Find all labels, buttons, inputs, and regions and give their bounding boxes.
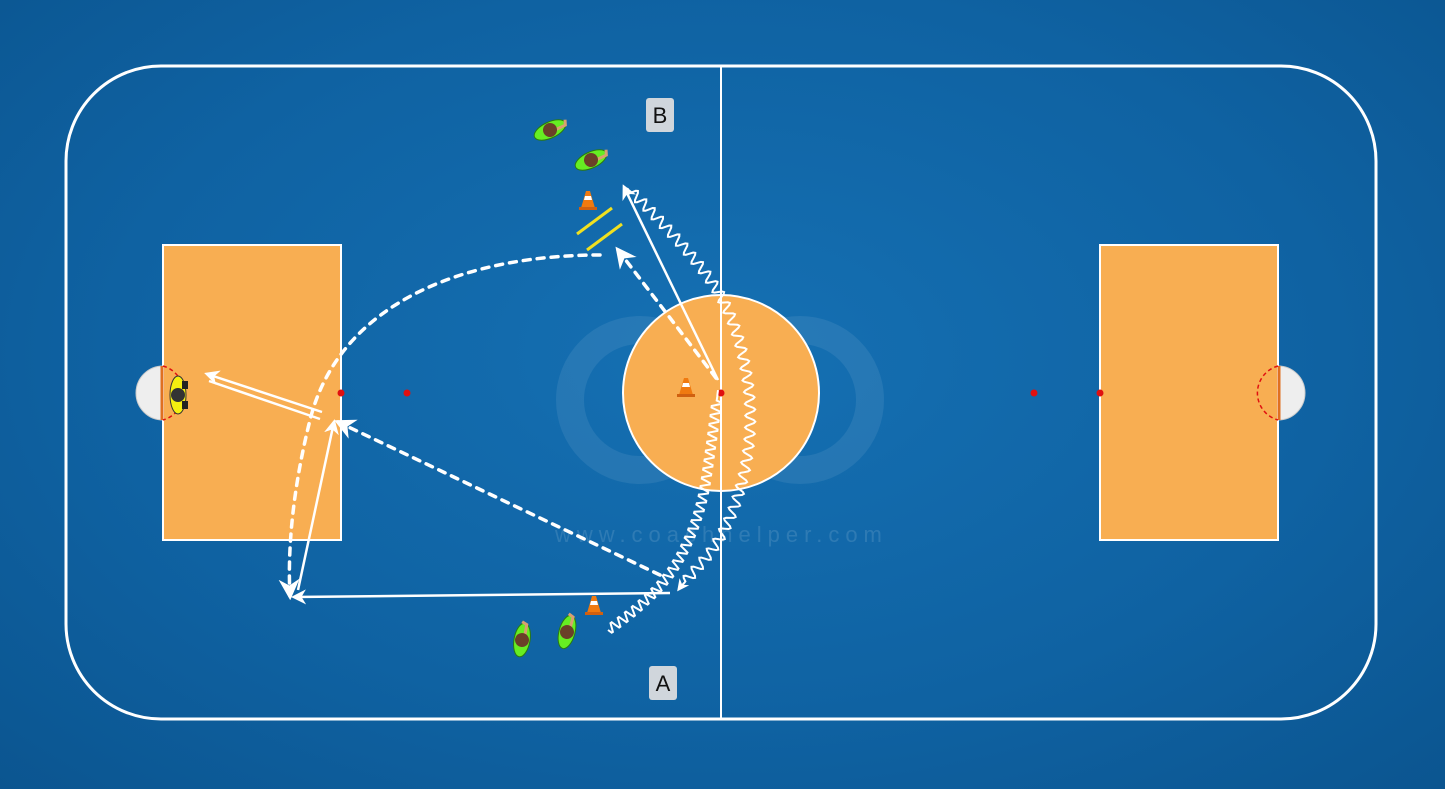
pass-across bbox=[291, 589, 671, 605]
label-b: B bbox=[646, 98, 674, 132]
dashed-run-to-b bbox=[615, 246, 718, 380]
pass-up bbox=[296, 419, 339, 591]
dribble-a-to-center bbox=[607, 389, 722, 634]
left-penalty-area bbox=[162, 244, 342, 541]
player-icon bbox=[557, 612, 577, 650]
player-icon bbox=[533, 119, 567, 141]
cone-icon bbox=[585, 596, 603, 615]
penalty-spots bbox=[337, 389, 1104, 397]
player-icon bbox=[513, 620, 531, 658]
svg-text:A: A bbox=[656, 671, 671, 696]
left-goal-icon bbox=[135, 365, 185, 421]
dribble-b-around-circle bbox=[625, 187, 757, 592]
right-goal-icon bbox=[1256, 365, 1306, 421]
dashed-run-diagonal bbox=[334, 419, 662, 577]
hurdle-icon bbox=[576, 206, 623, 252]
right-penalty-area bbox=[1099, 244, 1279, 541]
cone-icon bbox=[579, 191, 597, 210]
label-a: A bbox=[649, 666, 677, 700]
pass-to-b bbox=[622, 184, 720, 381]
cone-icon bbox=[677, 378, 695, 397]
player-icon bbox=[574, 149, 608, 171]
svg-text:B: B bbox=[653, 103, 668, 128]
watermark-text: www.coachhelper.com bbox=[554, 522, 888, 547]
goalkeeper-icon bbox=[169, 375, 188, 415]
dashed-run-arc bbox=[278, 253, 602, 601]
shot-on-goal bbox=[204, 370, 323, 421]
